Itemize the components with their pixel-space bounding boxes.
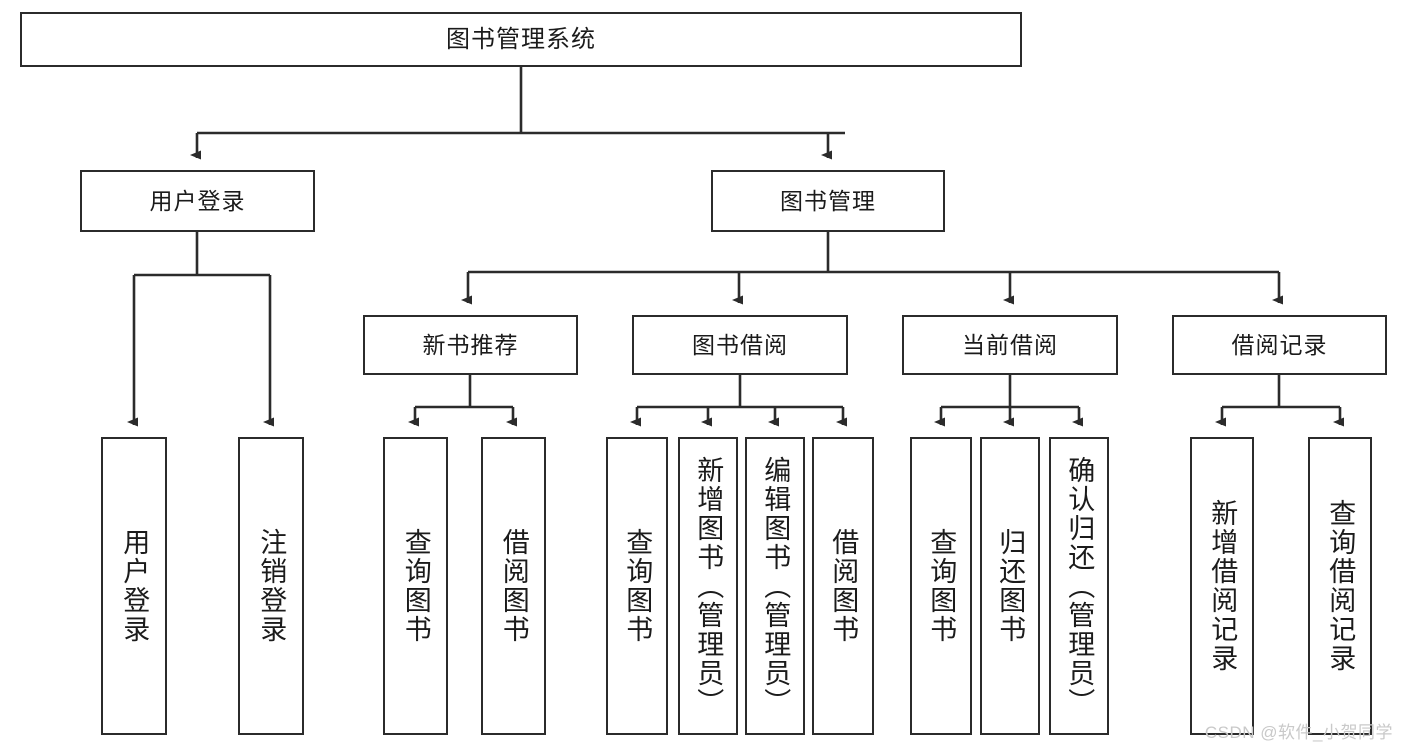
node-leaf-borrow-edit-book[interactable]: 编辑图书（管理员） xyxy=(745,437,805,735)
node-leaf-borrow-query[interactable]: 查询图书 xyxy=(606,437,668,735)
node-book-manage-label: 图书管理 xyxy=(780,187,876,214)
node-borrow-record[interactable]: 借阅记录 xyxy=(1172,315,1387,375)
node-leaf-newbook-query[interactable]: 查询图书 xyxy=(383,437,448,735)
node-book-borrow-label: 图书借阅 xyxy=(692,331,788,358)
node-book-manage[interactable]: 图书管理 xyxy=(711,170,945,232)
node-leaf-current-confirm-return-label: 确认归还（管理员） xyxy=(1064,455,1095,717)
node-user-login[interactable]: 用户登录 xyxy=(80,170,315,232)
node-leaf-user-login-label: 用户登录 xyxy=(119,528,150,644)
node-current-borrow-label: 当前借阅 xyxy=(962,331,1058,358)
node-leaf-newbook-query-label: 查询图书 xyxy=(400,528,431,644)
node-borrow-record-label: 借阅记录 xyxy=(1231,331,1328,358)
node-leaf-current-query-label: 查询图书 xyxy=(926,528,957,644)
node-leaf-current-return[interactable]: 归还图书 xyxy=(980,437,1040,735)
node-root-label: 图书管理系统 xyxy=(446,25,596,53)
node-leaf-borrow-query-label: 查询图书 xyxy=(622,528,653,644)
node-leaf-borrow-add-book[interactable]: 新增图书（管理员） xyxy=(678,437,738,735)
node-leaf-borrow-add-book-label: 新增图书（管理员） xyxy=(693,455,724,717)
node-leaf-user-login[interactable]: 用户登录 xyxy=(101,437,167,735)
node-book-borrow[interactable]: 图书借阅 xyxy=(632,315,848,375)
node-leaf-borrow-book[interactable]: 借阅图书 xyxy=(812,437,874,735)
node-leaf-logout[interactable]: 注销登录 xyxy=(238,437,304,735)
node-leaf-record-add[interactable]: 新增借阅记录 xyxy=(1190,437,1254,735)
watermark: CSDN @软件_小贺同学 xyxy=(1204,723,1393,742)
node-leaf-newbook-borrow[interactable]: 借阅图书 xyxy=(481,437,546,735)
node-new-book-recommend-label: 新书推荐 xyxy=(422,331,519,358)
node-new-book-recommend[interactable]: 新书推荐 xyxy=(363,315,578,375)
node-user-login-label: 用户登录 xyxy=(149,187,246,214)
node-leaf-newbook-borrow-label: 借阅图书 xyxy=(498,528,529,644)
node-root[interactable]: 图书管理系统 xyxy=(20,12,1022,67)
node-leaf-current-return-label: 归还图书 xyxy=(995,528,1026,644)
node-leaf-record-query[interactable]: 查询借阅记录 xyxy=(1308,437,1372,735)
node-leaf-record-add-label: 新增借阅记录 xyxy=(1207,499,1238,673)
node-leaf-record-query-label: 查询借阅记录 xyxy=(1325,499,1356,673)
node-current-borrow[interactable]: 当前借阅 xyxy=(902,315,1118,375)
node-leaf-current-query[interactable]: 查询图书 xyxy=(910,437,972,735)
node-leaf-borrow-book-label: 借阅图书 xyxy=(828,528,859,644)
node-leaf-logout-label: 注销登录 xyxy=(256,528,287,644)
node-leaf-current-confirm-return[interactable]: 确认归还（管理员） xyxy=(1049,437,1109,735)
node-leaf-borrow-edit-book-label: 编辑图书（管理员） xyxy=(760,455,791,717)
